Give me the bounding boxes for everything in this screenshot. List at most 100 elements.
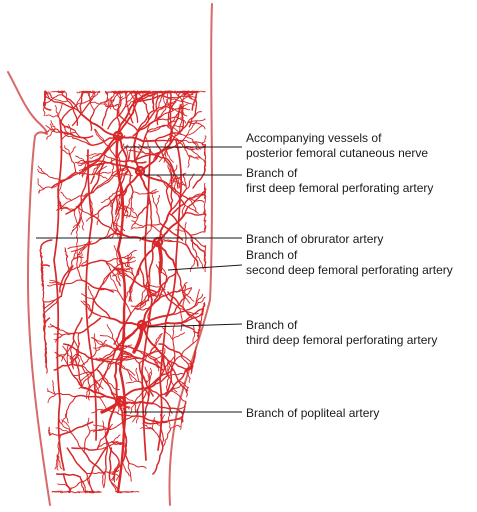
vessel-branch — [171, 305, 196, 316]
vessel-branch — [112, 272, 123, 277]
vessel-branch — [127, 462, 132, 482]
vessel-branch — [109, 479, 126, 493]
vessel-branch — [153, 333, 162, 348]
vessel-branch — [149, 149, 168, 160]
vessel-branch — [147, 306, 152, 327]
vessel-branch — [115, 338, 123, 351]
vessel-branch — [138, 144, 151, 151]
vessel-branch — [159, 283, 181, 310]
vessel-branch — [204, 219, 207, 230]
vessel-branch — [139, 171, 151, 203]
vessel-branch — [164, 134, 187, 151]
vessel-branch — [169, 186, 189, 200]
vessel-branch — [160, 414, 166, 429]
vessel-branch — [155, 358, 164, 368]
vessel-branch — [174, 108, 188, 117]
vessel-branch — [111, 195, 117, 222]
vessel-branch — [187, 121, 206, 130]
vessel-branch — [77, 160, 89, 167]
vessel-branch — [155, 358, 160, 372]
vessel-branch — [177, 408, 184, 420]
vessel-branch — [90, 337, 110, 347]
vessel-branch — [115, 344, 133, 350]
vessel-branch — [50, 120, 56, 130]
vessel-branch — [189, 234, 206, 247]
vessel-branch — [62, 345, 76, 361]
label-popliteal: Branch of popliteal artery — [246, 406, 379, 421]
vessel-branch — [160, 427, 165, 447]
vessel-branch — [84, 471, 107, 475]
vessel-branch — [172, 339, 176, 362]
vessel-branch — [75, 220, 80, 239]
vessel-branch — [171, 197, 191, 215]
vessel-branch — [81, 259, 107, 267]
vessel-branch — [70, 339, 75, 357]
vessel-branch — [110, 355, 133, 365]
vessel-branch — [204, 182, 206, 194]
thigh-outline — [7, 3, 213, 506]
vessel-branch — [170, 424, 182, 429]
vessel-branch — [121, 349, 141, 364]
vessel-branch — [155, 98, 159, 126]
vessel-branch — [113, 227, 119, 239]
vessel-branch — [176, 282, 188, 293]
vessel-branch — [87, 232, 117, 246]
vessel-branch — [46, 173, 65, 181]
vessel-branch — [189, 228, 206, 236]
vessel-branch — [188, 101, 198, 128]
vessel-branch — [148, 239, 155, 276]
vessel-branch — [64, 248, 69, 258]
vessel-branch — [187, 90, 190, 93]
vessel-branch — [127, 253, 132, 267]
vessel-branch — [59, 270, 69, 293]
vessel-branch — [69, 146, 77, 157]
vessel-branch — [61, 131, 77, 141]
vessel-branch — [194, 296, 206, 307]
vessel-branch — [89, 196, 95, 217]
vessel-branch — [94, 379, 100, 394]
vessel-branch — [137, 109, 155, 132]
vessel-branch — [149, 367, 153, 381]
vessel-branch — [153, 333, 163, 348]
vessel-branch — [76, 254, 83, 281]
vessel-branch — [91, 336, 110, 347]
vessel-branch — [42, 295, 62, 303]
vessel-branch — [108, 447, 113, 481]
vessel-branch — [95, 171, 112, 175]
vessel-branch — [145, 136, 151, 151]
vessel-branch — [56, 434, 62, 456]
vessel-branch — [185, 244, 199, 267]
vessel-branch — [153, 429, 164, 447]
vessel-branch — [191, 149, 206, 164]
vessel-branch — [175, 116, 187, 124]
vessel-branch — [94, 379, 104, 390]
vessel-branch — [132, 191, 148, 195]
vessel-branch — [163, 150, 167, 163]
vessel-branch — [170, 187, 188, 210]
vessel-branch — [116, 229, 127, 236]
vessel-branch — [96, 441, 112, 450]
node-first-perforating-center — [138, 169, 142, 173]
vessel-branch — [64, 145, 71, 157]
vessel-branch — [67, 265, 81, 273]
label-first-perforating-line1: Branch of — [246, 166, 298, 180]
vessel-branch — [67, 100, 79, 126]
vessel-branch — [125, 380, 140, 384]
vessel-branch — [127, 145, 133, 161]
vessel-branch — [60, 191, 72, 202]
vessel-branch — [171, 390, 187, 402]
vessel-branch — [107, 409, 133, 417]
vessel-branch — [65, 256, 70, 273]
vessel-branch — [131, 355, 164, 371]
vessel-branch — [86, 153, 101, 157]
vessel-branch — [46, 130, 55, 140]
leader-second-perforating — [167, 264, 243, 271]
vessel-branch — [113, 313, 132, 345]
vessel-branch — [181, 203, 186, 218]
vessel-branch — [166, 401, 171, 417]
vessel-branch — [115, 267, 134, 270]
vessel-branch — [117, 343, 142, 353]
label-third-perforating-line1: Branch of — [246, 318, 298, 332]
vessel-branch — [113, 442, 125, 445]
vessel-branch — [104, 435, 108, 467]
